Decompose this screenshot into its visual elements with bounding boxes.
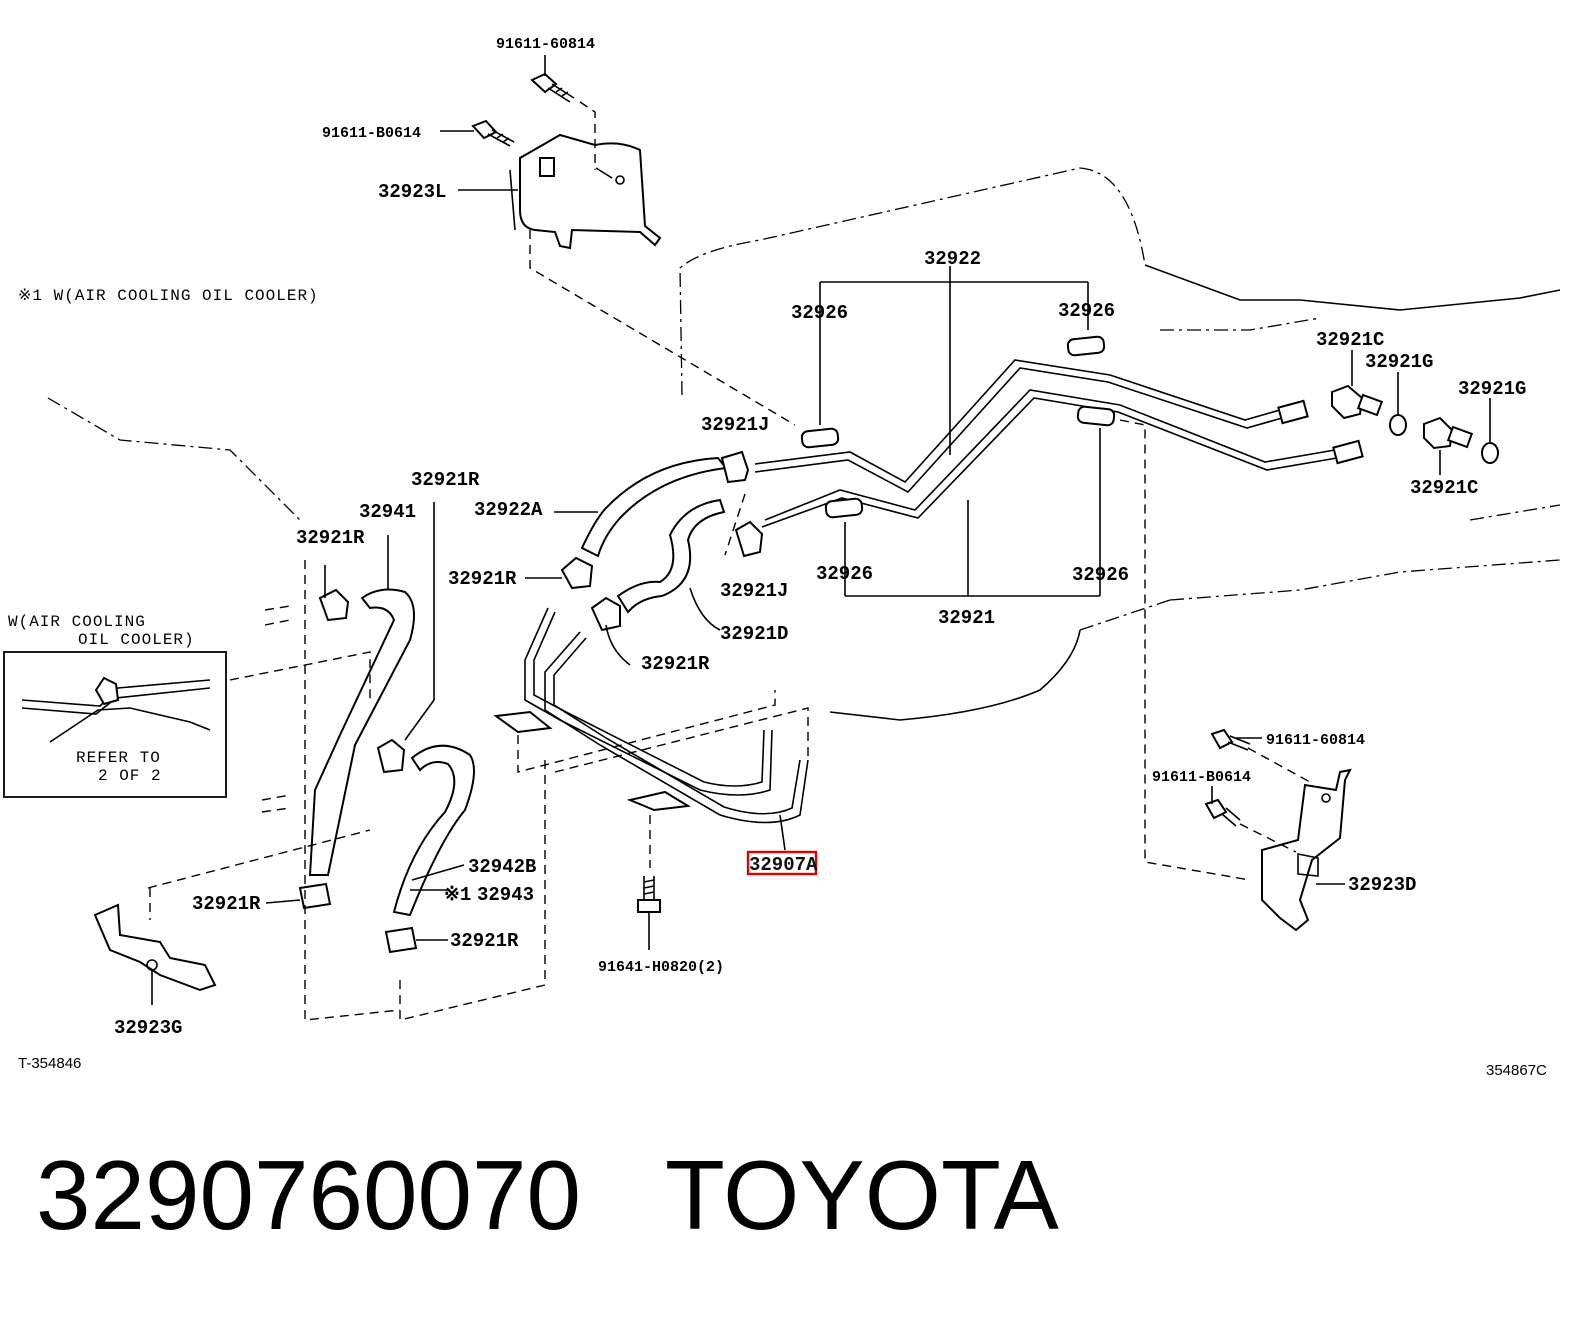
- inset-refer-2: 2 OF 2: [98, 767, 162, 785]
- inset-title-1: W(AIR COOLING: [8, 613, 146, 631]
- label-32921J-b: 32921J: [720, 580, 788, 602]
- part-labels: 91611-60814 91611-B0614 32923L ※1 W(AIR …: [8, 36, 1547, 1079]
- o-ring-32921G-upper-icon: [1389, 414, 1407, 436]
- bracket-32923L: [509, 133, 662, 250]
- label-32921R-low-mid: 32921R: [450, 930, 519, 952]
- label-32921: 32921: [938, 607, 995, 629]
- clamp-32921R-mid-icon: [560, 556, 594, 590]
- footer-brand: TOYOTA: [665, 1140, 1059, 1250]
- footer-part-number: 3290760070: [36, 1140, 582, 1250]
- bolt-91611-60814-top-icon: [530, 72, 575, 103]
- label-32922: 32922: [924, 248, 981, 270]
- clamp-32921R-c-icon: [590, 596, 621, 632]
- fitting-32921C-lower-icon: [1423, 416, 1474, 450]
- label-32943: 32943: [477, 884, 534, 906]
- bolt-91611-B0614-right-icon: [1204, 798, 1241, 827]
- label-32921R-c: 32921R: [641, 653, 710, 675]
- label-32921R-left: 32921R: [296, 527, 365, 549]
- label-32921R-top: 32921R: [411, 469, 480, 491]
- hose-32941: [308, 588, 415, 876]
- label-32923D: 32923D: [1348, 874, 1416, 896]
- hose-32921D: [616, 498, 726, 614]
- code-right: 354867C: [1486, 1062, 1547, 1079]
- label-32926-c: 32926: [816, 563, 873, 585]
- label-91611-B0614-top: 91611-B0614: [322, 125, 421, 142]
- pipe-assembly-32907A: [493, 607, 809, 851]
- label-91611-60814-top: 91611-60814: [496, 36, 595, 53]
- bracket-32923G: [93, 903, 217, 1005]
- label-32907A: 32907A: [749, 854, 818, 876]
- label-32926-b: 32926: [1058, 300, 1115, 322]
- label-32941: 32941: [359, 501, 416, 523]
- bracket-32923D: [1261, 768, 1352, 932]
- inset-box: [3, 651, 227, 798]
- sleeves-32926: [800, 335, 1116, 519]
- highlight-box: [746, 850, 818, 876]
- label-32921G-a: 32921G: [1365, 351, 1433, 373]
- label-91611-B0614-right: 91611-B0614: [1152, 769, 1251, 786]
- label-32942B: 32942B: [468, 856, 536, 878]
- transmission-outline: [47, 167, 1561, 721]
- code-left: T-354846: [18, 1055, 81, 1072]
- label-32921C-a: 32921C: [1316, 329, 1384, 351]
- note-air-cooling: ※1 W(AIR COOLING OIL COOLER): [18, 287, 319, 305]
- label-32921G-b: 32921G: [1458, 378, 1526, 400]
- footer: 3290760070 TOYOTA: [36, 1140, 1059, 1250]
- label-91611-60814-right: 91611-60814: [1266, 732, 1365, 749]
- fitting-32921C-upper-icon: [1331, 384, 1384, 420]
- bolt-91611-60814-right-icon: [1210, 728, 1251, 751]
- bolt-91611-B0614-top-icon: [471, 119, 515, 147]
- label-32921R-mid: 32921R: [448, 568, 517, 590]
- oil-lines-32922-32921: [754, 359, 1364, 528]
- clamps-32921J: [720, 450, 764, 558]
- parts-diagram: 91611-60814 91611-B0614 32923L ※1 W(AIR …: [3, 36, 1561, 1079]
- label-32922A: 32922A: [474, 499, 543, 521]
- bolt-91641-H0820-icon: [637, 876, 661, 950]
- label-32923L: 32923L: [378, 181, 446, 203]
- label-32921R-low-left: 32921R: [192, 893, 261, 915]
- label-32923G: 32923G: [114, 1017, 182, 1039]
- label-32926-a: 32926: [791, 302, 848, 324]
- label-32943-mark: ※1: [444, 884, 471, 906]
- inset-refer-1: REFER TO: [76, 749, 161, 767]
- o-ring-32921G-lower-icon: [1481, 442, 1499, 464]
- label-32921C-b: 32921C: [1410, 477, 1478, 499]
- label-91641-H0820: 91641-H0820(2): [598, 959, 724, 976]
- label-32921D: 32921D: [720, 623, 788, 645]
- inset-title-2: OIL COOLER): [78, 631, 195, 649]
- label-32926-d: 32926: [1072, 564, 1129, 586]
- clamps-32921R-left: [298, 588, 418, 954]
- hose-32943: [392, 744, 475, 917]
- label-32921J-a: 32921J: [701, 414, 769, 436]
